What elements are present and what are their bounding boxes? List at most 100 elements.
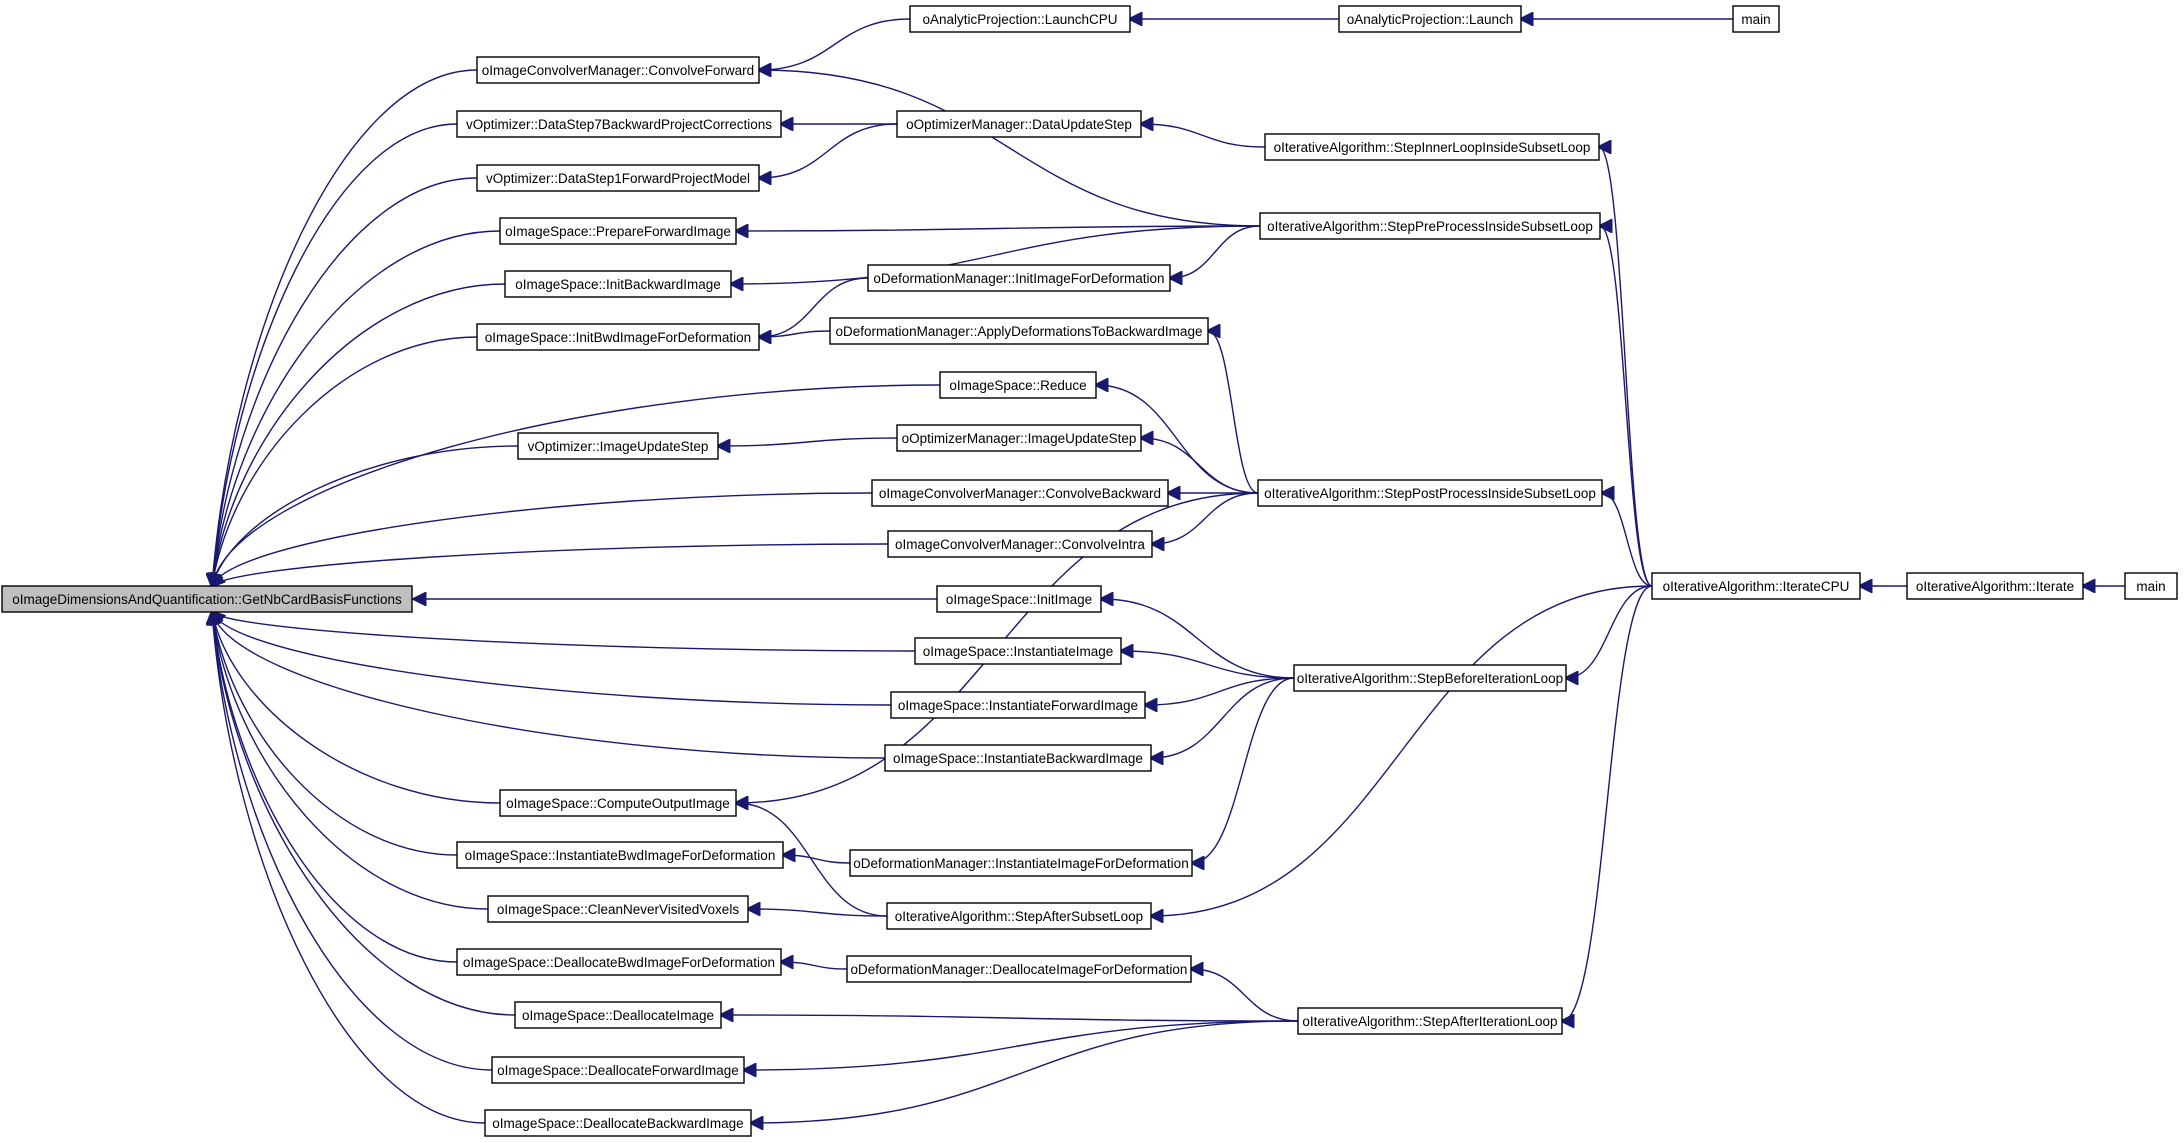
- node-oimagespace-initbackwardimage[interactable]: oImageSpace::InitBackwardImage: [504, 270, 732, 298]
- node-box[interactable]: [499, 217, 737, 245]
- node-box[interactable]: [491, 1056, 745, 1084]
- node-box[interactable]: [456, 948, 782, 976]
- node-oimagespace-initimage[interactable]: oImageSpace::InitImage: [936, 585, 1102, 613]
- node-box[interactable]: [476, 164, 760, 192]
- node-box[interactable]: [896, 110, 1142, 138]
- node-oimageconvolvermanager-convolveintra[interactable]: oImageConvolverManager::ConvolveIntra: [887, 530, 1153, 558]
- node-oimagespace-instantiateimage[interactable]: oImageSpace::InstantiateImage: [914, 637, 1122, 665]
- edge-reduce-to-root: [212, 384, 941, 586]
- node-oiterativealgorithm-stepaftersubsetloop[interactable]: oIterativeAlgorithm::StepAfterSubsetLoop: [886, 902, 1152, 930]
- node-oimagedimensionsandquantification-getnbcardbasisfunctions[interactable]: oImageDimensionsAndQuantification::GetNb…: [1, 585, 413, 613]
- node-voptimizer-imageupdatestep[interactable]: vOptimizer::ImageUpdateStep: [517, 432, 719, 460]
- node-box[interactable]: [886, 902, 1152, 930]
- node-box[interactable]: [1, 585, 413, 613]
- edge-defapply-to-initbwddef: [759, 331, 831, 337]
- node-box[interactable]: [456, 110, 782, 138]
- node-odeformationmanager-applydeformationstobackwardimage[interactable]: oDeformationManager::ApplyDeformationsTo…: [829, 317, 1209, 345]
- node-oiterativealgorithm-stepinnerloopinsidesubsetloop[interactable]: oIterativeAlgorithm::StepInnerLoopInside…: [1264, 133, 1600, 161]
- node-box[interactable]: [487, 895, 749, 923]
- node-ooptimizermanager-imageupdatestep[interactable]: oOptimizerManager::ImageUpdateStep: [896, 424, 1142, 452]
- node-box[interactable]: [936, 585, 1102, 613]
- node-oimagespace-deallocatebackwardimage[interactable]: oImageSpace::DeallocateBackwardImage: [484, 1109, 752, 1137]
- node-label: oAnalyticProjection::LaunchCPU: [922, 12, 1117, 27]
- node-oanalyticprojection-launch[interactable]: oAnalyticProjection::Launch: [1338, 5, 1522, 33]
- node-box[interactable]: [867, 264, 1171, 292]
- node-box[interactable]: [896, 424, 1142, 452]
- node-box[interactable]: [1259, 212, 1601, 240]
- edge-deallocimg-to-root: [212, 612, 516, 1016]
- node-oimagespace-deallocateforwardimage[interactable]: oImageSpace::DeallocateForwardImage: [491, 1056, 745, 1084]
- node-voptimizer-datastep1forwardprojectmodel[interactable]: vOptimizer::DataStep1ForwardProjectModel: [476, 164, 760, 192]
- node-box[interactable]: [890, 691, 1146, 719]
- node-box[interactable]: [849, 849, 1193, 877]
- node-box[interactable]: [484, 1109, 752, 1137]
- node-ooptimizermanager-dataupdatestep[interactable]: oOptimizerManager::DataUpdateStep: [896, 110, 1142, 138]
- node-oimagespace-computeoutputimage[interactable]: oImageSpace::ComputeOutputImage: [499, 789, 737, 817]
- node-oimagespace-initbwdimagefordeformation[interactable]: oImageSpace::InitBwdImageForDeformation: [476, 323, 760, 351]
- node-box[interactable]: [499, 789, 737, 817]
- node-box[interactable]: [514, 1001, 722, 1029]
- node-oimageconvolvermanager-convolveforward[interactable]: oImageConvolverManager::ConvolveForward: [476, 56, 760, 84]
- node-oimagespace-instantiateforwardimage[interactable]: oImageSpace::InstantiateForwardImage: [890, 691, 1146, 719]
- edge-innerloop-to-optdataupd: [1141, 124, 1266, 148]
- node-box[interactable]: [1264, 133, 1600, 161]
- node-odeformationmanager-initimagefordeformation[interactable]: oDeformationManager::InitImageForDeforma…: [867, 264, 1171, 292]
- node-odeformationmanager-deallocateimagefordeformation[interactable]: oDeformationManager::DeallocateImageForD…: [846, 955, 1192, 983]
- edge-compout-to-root: [212, 612, 501, 804]
- edge-instbwddef-to-root: [212, 612, 458, 856]
- node-box[interactable]: [1906, 572, 2084, 600]
- node-box[interactable]: [887, 530, 1153, 558]
- node-box[interactable]: [456, 841, 784, 869]
- node-box[interactable]: [1297, 1007, 1563, 1035]
- node-box[interactable]: [884, 744, 1152, 772]
- node-label: main: [2136, 579, 2165, 594]
- node-box[interactable]: [2124, 572, 2178, 600]
- edge-itercpu-to-aftersubset: [1151, 585, 1653, 916]
- edge-ds1-to-root: [212, 177, 478, 586]
- node-voptimizer-datastep7backwardprojectcorrections[interactable]: vOptimizer::DataStep7BackwardProjectCorr…: [456, 110, 782, 138]
- node-oimageconvolvermanager-convolvebackward[interactable]: oImageConvolverManager::ConvolveBackward: [871, 479, 1169, 507]
- node-main[interactable]: main: [2124, 572, 2178, 600]
- node-oimagespace-reduce[interactable]: oImageSpace::Reduce: [939, 371, 1097, 399]
- node-label: oImageSpace::InstantiateBwdImageForDefor…: [465, 848, 776, 863]
- node-oiterativealgorithm-steppreprocessinsidesubsetloop[interactable]: oIterativeAlgorithm::StepPreProcessInsid…: [1259, 212, 1601, 240]
- node-oimagespace-deallocatebwdimagefordeformation[interactable]: oImageSpace::DeallocateBwdImageForDeform…: [456, 948, 782, 976]
- node-oimagespace-instantiatebackwardimage[interactable]: oImageSpace::InstantiateBackwardImage: [884, 744, 1152, 772]
- edge-instfwd-to-root: [212, 612, 892, 706]
- node-box[interactable]: [846, 955, 1192, 983]
- node-oimagespace-prepareforwardimage[interactable]: oImageSpace::PrepareForwardImage: [499, 217, 737, 245]
- node-box[interactable]: [829, 317, 1209, 345]
- node-box[interactable]: [1732, 5, 1780, 33]
- node-oimagespace-instantiatebwdimagefordeformation[interactable]: oImageSpace::InstantiateBwdImageForDefor…: [456, 841, 784, 869]
- node-oiterativealgorithm-iterate[interactable]: oIterativeAlgorithm::Iterate: [1906, 572, 2084, 600]
- node-oimagespace-cleannevervisitedvoxels[interactable]: oImageSpace::CleanNeverVisitedVoxels: [487, 895, 749, 923]
- node-box[interactable]: [1257, 479, 1603, 507]
- edge-convfwd-to-root: [212, 69, 478, 586]
- node-odeformationmanager-instantiateimagefordeformation[interactable]: oDeformationManager::InstantiateImageFor…: [849, 849, 1193, 877]
- node-label: oImageSpace::Reduce: [949, 378, 1086, 393]
- node-box[interactable]: [909, 5, 1131, 33]
- node-main[interactable]: main: [1732, 5, 1780, 33]
- node-label: oAnalyticProjection::Launch: [1347, 12, 1514, 27]
- node-label: oDeformationManager::InstantiateImageFor…: [853, 856, 1188, 871]
- node-box[interactable]: [1338, 5, 1522, 33]
- node-box[interactable]: [939, 371, 1097, 399]
- node-oiterativealgorithm-stepafteriterationloop[interactable]: oIterativeAlgorithm::StepAfterIterationL…: [1297, 1007, 1563, 1035]
- node-oiterativealgorithm-steppostprocessinsidesubsetloop[interactable]: oIterativeAlgorithm::StepPostProcessInsi…: [1257, 479, 1603, 507]
- node-oiterativealgorithm-iteratecpu[interactable]: oIterativeAlgorithm::IterateCPU: [1651, 572, 1861, 600]
- node-oanalyticprojection-launchcpu[interactable]: oAnalyticProjection::LaunchCPU: [909, 5, 1131, 33]
- node-box[interactable]: [1293, 664, 1567, 692]
- node-box[interactable]: [504, 270, 732, 298]
- node-box[interactable]: [1651, 572, 1861, 600]
- node-oiterativealgorithm-stepbeforeiterationloop[interactable]: oIterativeAlgorithm::StepBeforeIteration…: [1293, 664, 1567, 692]
- node-label: main: [1741, 12, 1770, 27]
- node-box[interactable]: [476, 56, 760, 84]
- node-box[interactable]: [476, 323, 760, 351]
- node-box[interactable]: [871, 479, 1169, 507]
- node-oimagespace-deallocateimage[interactable]: oImageSpace::DeallocateImage: [514, 1001, 722, 1029]
- node-box[interactable]: [517, 432, 719, 460]
- node-box[interactable]: [914, 637, 1122, 665]
- node-label: oImageSpace::PrepareForwardImage: [505, 224, 731, 239]
- node-label: oImageConvolverManager::ConvolveForward: [482, 63, 754, 78]
